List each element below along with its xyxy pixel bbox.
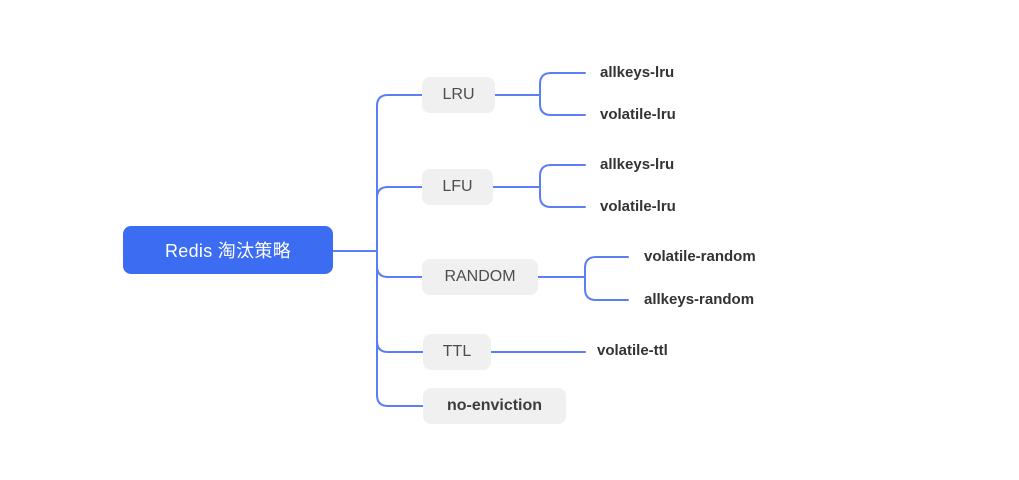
leaf-node-ttl-volatile-ttl[interactable]: volatile-ttl xyxy=(597,342,668,359)
leaf-node-random-allkeys-random[interactable]: allkeys-random xyxy=(644,291,755,308)
branch-node-label: RANDOM xyxy=(444,268,516,285)
leaf-node-lru-volatile-lru[interactable]: volatile-lru xyxy=(600,106,676,123)
leaf-node-lfu-volatile-lru[interactable]: volatile-lru xyxy=(600,198,676,215)
leaf-node-random-volatile-random[interactable]: volatile-random xyxy=(644,248,756,265)
link-trunk-to-lfu xyxy=(376,186,423,252)
branch-node-label: TTL xyxy=(442,343,472,360)
link-random-to-volatile-random xyxy=(584,256,629,278)
link-trunk-to-no-enviction xyxy=(376,250,424,407)
branch-node-label: LFU xyxy=(442,178,473,195)
link-lfu-to-volatile-lru xyxy=(539,186,586,208)
link-trunk-to-lru xyxy=(376,94,423,252)
root-node-redis-eviction[interactable]: Redis 淘汰策略 xyxy=(123,226,333,274)
leaf-node-lfu-allkeys-lru[interactable]: allkeys-lru xyxy=(600,156,675,173)
link-lru-to-allkeys-lru xyxy=(539,72,586,96)
leaf-node-lru-allkeys-lru[interactable]: allkeys-lru xyxy=(600,64,675,81)
link-trunk-to-random xyxy=(376,250,423,278)
branch-node-lru[interactable]: LRU xyxy=(422,77,495,113)
link-trunk-to-ttl xyxy=(376,250,424,353)
branch-node-ttl[interactable]: TTL xyxy=(423,334,491,370)
root-node-label: Redis 淘汰策略 xyxy=(164,241,292,261)
branch-node-no-enviction[interactable]: no-enviction xyxy=(423,388,566,424)
link-lru-to-volatile-lru xyxy=(539,94,586,116)
branch-node-random[interactable]: RANDOM xyxy=(422,259,538,295)
branch-node-label: no-enviction xyxy=(446,397,543,414)
link-random-to-allkeys-random xyxy=(584,276,629,301)
branch-node-lfu[interactable]: LFU xyxy=(422,169,493,205)
link-lfu-to-allkeys-lru xyxy=(539,164,586,188)
branch-node-label: LRU xyxy=(442,86,475,103)
